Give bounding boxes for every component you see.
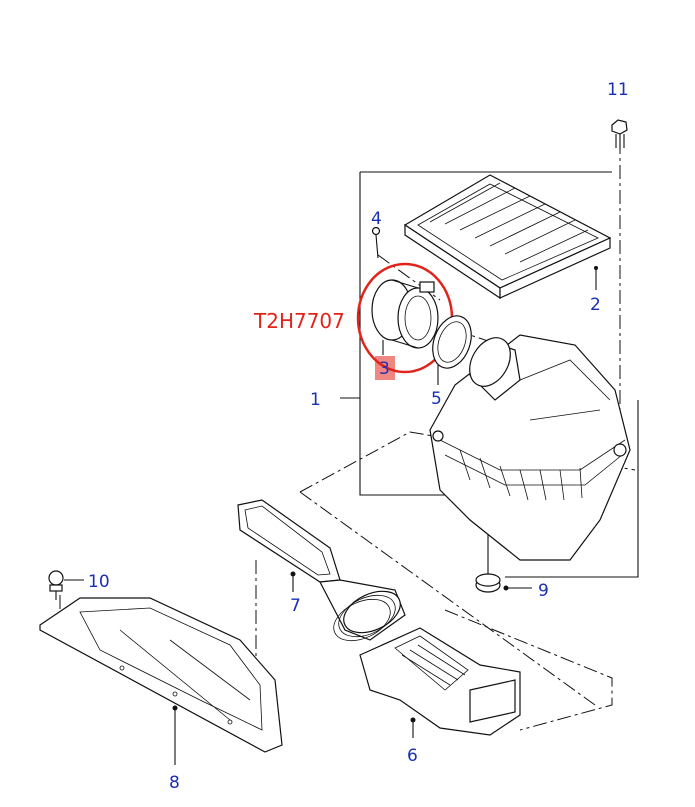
air-intake-duct xyxy=(237,499,406,642)
air-cleaner-housing xyxy=(429,334,631,580)
assembly-bracket-1 xyxy=(340,171,639,578)
callout-2: 2 xyxy=(590,295,601,315)
air-deflector-8 xyxy=(39,597,283,765)
callout-7: 7 xyxy=(290,596,301,616)
callout-1: 1 xyxy=(310,390,321,410)
lower-duct-6 xyxy=(359,627,521,738)
callout-11: 11 xyxy=(607,80,629,100)
callout-10: 10 xyxy=(88,572,110,592)
callout-4: 4 xyxy=(371,209,382,229)
seal-ring-5 xyxy=(432,315,472,385)
callout-5: 5 xyxy=(431,389,442,409)
clip-fastener-10 xyxy=(48,570,84,600)
grommet-9 xyxy=(475,573,509,593)
callout-3-highlight xyxy=(375,356,395,380)
air-filter-element xyxy=(403,174,612,300)
leader-lines xyxy=(292,266,598,592)
callout-3: 3 xyxy=(379,359,390,379)
callout-6: 6 xyxy=(407,746,418,766)
part-code-label: T2H7707 xyxy=(253,309,345,333)
screw-4 xyxy=(371,226,381,259)
mass-air-flow-sensor xyxy=(371,279,439,355)
callout-8: 8 xyxy=(169,773,180,793)
bolt-11 xyxy=(611,119,628,150)
callout-9: 9 xyxy=(538,581,549,601)
